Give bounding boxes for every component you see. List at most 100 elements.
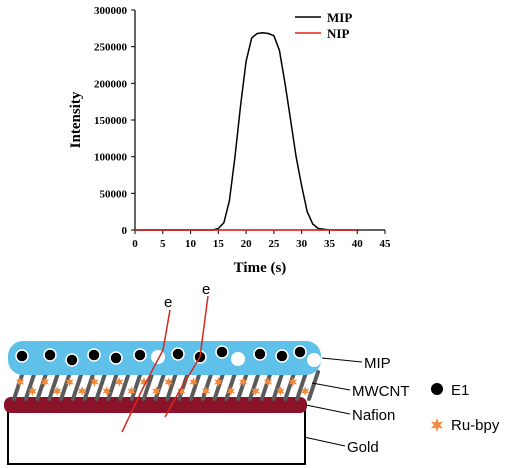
ru-bpy-marker [102, 386, 112, 396]
label-gold: Gold [347, 439, 379, 456]
imprinted-cavity [231, 352, 245, 366]
mwcnt-tube [295, 370, 309, 401]
x-tick-label: 20 [241, 238, 253, 250]
e1-molecule [275, 349, 289, 363]
legend-ru-bpy-label: Ru-bpy [451, 417, 500, 434]
y-axis-label: Intensity [68, 91, 84, 148]
imprinted-cavity [307, 353, 321, 367]
e1-molecule [65, 353, 79, 367]
imprinted-cavity [151, 350, 165, 364]
mwcnt-tube [118, 370, 132, 401]
nafion-layer [4, 397, 307, 413]
mwcnt-tube [283, 370, 297, 401]
x-tick-label: 45 [380, 238, 392, 250]
ru-bpy-marker [300, 386, 310, 396]
y-ticks: 0 50000 100000 150000 200000 250000 300000 [94, 5, 135, 237]
mwcnt-tube [106, 370, 120, 401]
series-layer [135, 31, 358, 231]
ru-bpy-marker [114, 377, 124, 387]
mwcnt-layer [12, 370, 320, 401]
ru-bpy-marker [238, 377, 248, 387]
x-tick-label: 40 [352, 238, 364, 250]
ru-bpy-marker [152, 386, 161, 396]
gold-layer [7, 407, 306, 465]
y-tick-label: 250000 [94, 42, 128, 54]
mwcnt-tube [94, 370, 108, 401]
mwcnt-tube [189, 370, 202, 401]
e1-molecule [15, 349, 29, 363]
ru-bpy-marker [164, 377, 174, 387]
ru-bpy-marker [28, 386, 37, 396]
mwcnt-tube [12, 370, 25, 401]
legend-e1-marker [431, 383, 443, 395]
mwcnt-tube [177, 370, 191, 401]
mwcnt-tube [23, 370, 37, 401]
mwcnt-tube [141, 370, 155, 401]
ru-bpy-marker [65, 377, 74, 387]
e1-molecule [215, 345, 229, 359]
ru-bpy-marker [40, 377, 50, 387]
x-tick-label: 25 [268, 238, 280, 250]
mwcnt-tube [47, 370, 61, 401]
mwcnt-tube [82, 370, 96, 401]
x-tick-label: 10 [185, 238, 197, 250]
y-tick-label: 200000 [94, 78, 128, 90]
mwcnt-tube [307, 370, 320, 401]
x-tick-label: 5 [160, 238, 166, 250]
electron-path-1 [121, 309, 171, 433]
ru-bpy-marker [276, 386, 285, 396]
legend-label-mip: MIP [327, 10, 352, 25]
e1-molecule [133, 348, 147, 362]
x-ticks: 0 5 10 15 20 25 30 35 40 45 [132, 230, 391, 250]
ru-bpy-marker [251, 386, 260, 396]
intensity-chart: 0 50000 100000 150000 200000 250000 300000 0 5 1… [68, 5, 391, 276]
electrode-diagram: e e MIP MWCNT Nafion Gold E1 Ru-bpy [4, 281, 500, 465]
mwcnt-tube [271, 370, 285, 401]
label-mwcnt: MWCNT [352, 383, 409, 400]
mwcnt-tube [59, 370, 73, 401]
x-tick-label: 15 [213, 238, 225, 250]
label-nafion: Nafion [352, 407, 395, 424]
ru-bpy-marker [288, 377, 298, 387]
ru-bpy-marker [214, 377, 223, 387]
legend-ru-bpy-marker [430, 418, 444, 432]
y-tick-label: 0 [122, 225, 128, 237]
y-tick-label: 100000 [94, 152, 128, 164]
ru-bpy-marker [127, 386, 136, 396]
ru-bpy-marker [263, 377, 273, 387]
e1-molecule [253, 347, 267, 361]
ru-bpy-marker [139, 377, 149, 387]
mwcnt-tube [259, 370, 273, 401]
e1-molecule [293, 345, 307, 359]
electron-label-2: e [202, 281, 210, 298]
mwcnt-tube [248, 370, 261, 401]
y-tick-label: 50000 [100, 188, 128, 200]
x-tick-label: 35 [324, 238, 336, 250]
electron-path-2 [164, 295, 209, 418]
mwcnt-tube [35, 370, 49, 401]
legend-label-nip: NIP [327, 26, 349, 41]
ru-bpy-marker [226, 386, 236, 396]
ru-bpy-marker [201, 386, 211, 396]
ru-bpy-marker [52, 386, 62, 396]
x-axis-label: Time (s) [234, 260, 287, 276]
x-tick-label: 0 [132, 238, 138, 250]
ru-bpy-marker [90, 377, 99, 387]
ru-bpy-marker [77, 386, 87, 396]
legend-e1-label: E1 [451, 382, 469, 399]
label-mip: MIP [364, 355, 391, 372]
e1-molecule [109, 351, 123, 365]
mwcnt-tube [71, 370, 84, 401]
y-tick-label: 300000 [94, 5, 128, 17]
mwcnt-tube [224, 370, 238, 401]
mwcnt-tube [130, 370, 143, 401]
e1-molecule [171, 347, 185, 361]
mwcnt-tube [153, 370, 167, 401]
x-tick-label: 30 [296, 238, 308, 250]
y-tick-label: 150000 [94, 115, 128, 127]
mwcnt-tube [200, 370, 214, 401]
series-line-mip [135, 31, 358, 231]
ru-bpy-marker [176, 386, 186, 396]
e1-molecule [87, 348, 101, 362]
